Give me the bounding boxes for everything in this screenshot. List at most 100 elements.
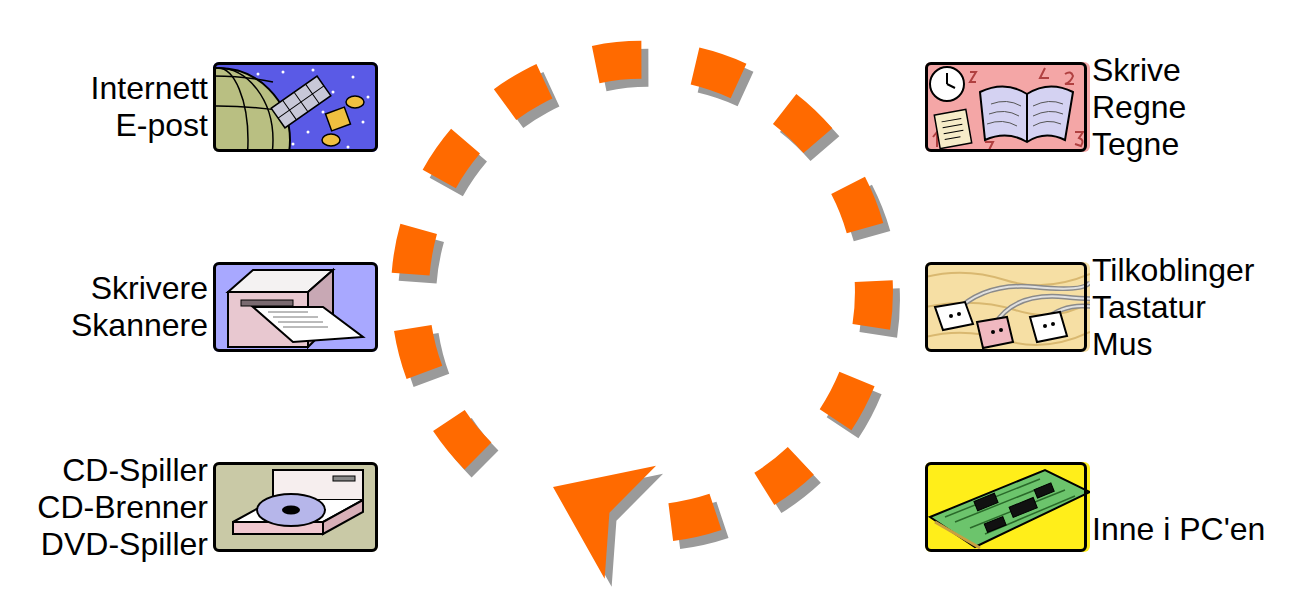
cycle-arrow-part — [527, 431, 656, 579]
cycle-arrow-part — [527, 431, 656, 579]
cables-icon-part — [925, 262, 1090, 352]
circuit-board-icon-part — [935, 522, 980, 548]
circuit-board-icon-part — [925, 462, 1090, 552]
printer-icon-part — [253, 307, 363, 342]
cables-icon-part — [949, 314, 953, 318]
school-icon-part — [925, 62, 1090, 152]
cd-drive-icon-part — [323, 500, 363, 534]
school-icon-part — [1040, 68, 1049, 78]
school-icon-part — [970, 72, 976, 82]
school-icon-part — [930, 67, 964, 101]
internet-icon-part — [271, 76, 331, 128]
internet-icon-part — [257, 73, 260, 76]
internet-icon-part — [282, 71, 285, 74]
school-icon-part — [1065, 72, 1074, 84]
label-line: DVD-Spiller — [37, 526, 208, 563]
internet-icon-part — [367, 96, 370, 99]
cables-icon-part — [999, 328, 1003, 332]
internet-icon-part — [362, 121, 365, 124]
cycle-arrow-part — [410, 60, 874, 524]
internet-icon-part — [271, 76, 331, 128]
school-icon — [925, 62, 1090, 152]
cables-icon-part — [955, 282, 1090, 324]
circuit-board-icon-part — [1009, 497, 1037, 517]
icon-label: SkriveRegneTegne — [1092, 52, 1186, 163]
circuit-board-icon-part — [925, 462, 1090, 552]
label-line: Skannere — [71, 307, 208, 344]
icon-box: SkriveRegneTegne — [925, 62, 1087, 152]
school-icon-part — [947, 73, 955, 88]
internet-icon-part — [213, 68, 248, 152]
icon-box: Inne i PC'en — [925, 462, 1087, 552]
internet-icon-part — [332, 91, 335, 94]
cables-icon-part — [935, 302, 973, 330]
circuit-board-icon-part — [1034, 483, 1054, 498]
label-line: Skrive — [1092, 52, 1186, 89]
icon-label: SkrivereSkannere — [71, 270, 208, 344]
icon-box: InternettE-post — [213, 62, 378, 152]
label-line: Skrivere — [71, 270, 208, 307]
internet-icon-part — [346, 96, 364, 108]
label-line: Tegne — [1092, 126, 1186, 163]
school-icon-part — [1026, 94, 1028, 142]
circuit-board-icon-part — [945, 479, 1075, 534]
cd-drive-icon — [213, 462, 378, 552]
printer-icon-part — [268, 312, 328, 327]
printer-icon-part — [241, 300, 293, 306]
school-icon-part — [942, 118, 965, 139]
school-icon-part — [1075, 132, 1083, 146]
label-line: Tilkoblinger — [1092, 252, 1254, 289]
internet-icon-part — [292, 143, 295, 146]
printer-icon-part — [213, 262, 378, 352]
icon-box: SkrivereSkannere — [213, 262, 378, 352]
cables-icon-part — [991, 330, 995, 334]
school-icon-part — [987, 101, 1063, 126]
cables-icon-part — [1030, 312, 1067, 342]
label-line: E-post — [91, 107, 208, 144]
label-line: CD-Brenner — [37, 489, 208, 526]
internet-icon-part — [213, 62, 378, 152]
cables-icon-part — [977, 317, 1013, 348]
cycle-arrow — [410, 60, 874, 579]
internet-icon-part — [347, 146, 350, 149]
internet-icon-part — [312, 69, 315, 72]
internet-icon-part — [307, 131, 310, 134]
label-line: CD-Spiller — [37, 452, 208, 489]
icon-label: CD-SpillerCD-BrennerDVD-Spiller — [37, 452, 208, 563]
cables-icon-part — [949, 312, 1055, 334]
cables-icon — [925, 262, 1101, 352]
cd-drive-icon-part — [282, 506, 300, 515]
cables-icon-part — [1043, 324, 1047, 328]
cd-drive-icon-part — [213, 462, 378, 552]
printer-icon-part — [213, 262, 378, 352]
school-icon-part — [985, 142, 993, 150]
internet-icon-part — [322, 134, 340, 146]
circuit-board-icon-part — [930, 470, 1090, 547]
icon-label: TilkoblingerTastaturMus — [1092, 252, 1254, 363]
cd-drive-icon-part — [257, 494, 325, 526]
label-line: Mus — [1092, 326, 1254, 363]
internet-icon-part — [326, 107, 351, 131]
cables-icon-part — [955, 282, 1090, 324]
circuit-board-icon-part — [984, 517, 1006, 533]
icon-label: Inne i PC'en — [1092, 511, 1265, 548]
school-icon-part — [933, 132, 937, 147]
cables-icon-part — [957, 312, 961, 316]
circuit-board-icon-part — [974, 483, 1054, 532]
cd-drive-icon-part — [333, 476, 355, 481]
school-icon-part — [934, 109, 971, 148]
label-line: Internett — [91, 70, 208, 107]
label-line: Regne — [1092, 89, 1186, 126]
cd-drive-icon-part — [213, 462, 378, 552]
icon-box: TilkoblingerTastaturMus — [925, 262, 1087, 352]
school-icon-part — [980, 86, 1073, 142]
internet-icon-part — [352, 76, 355, 79]
circuit-board-icon-part — [974, 493, 998, 511]
circuit-board-icon — [925, 462, 1090, 552]
printer-icon — [213, 262, 378, 352]
label-line: Inne i PC'en — [1092, 511, 1265, 548]
internet-icon-part — [271, 76, 331, 128]
school-icon-part — [925, 62, 1090, 152]
cables-icon-part — [1051, 322, 1055, 326]
